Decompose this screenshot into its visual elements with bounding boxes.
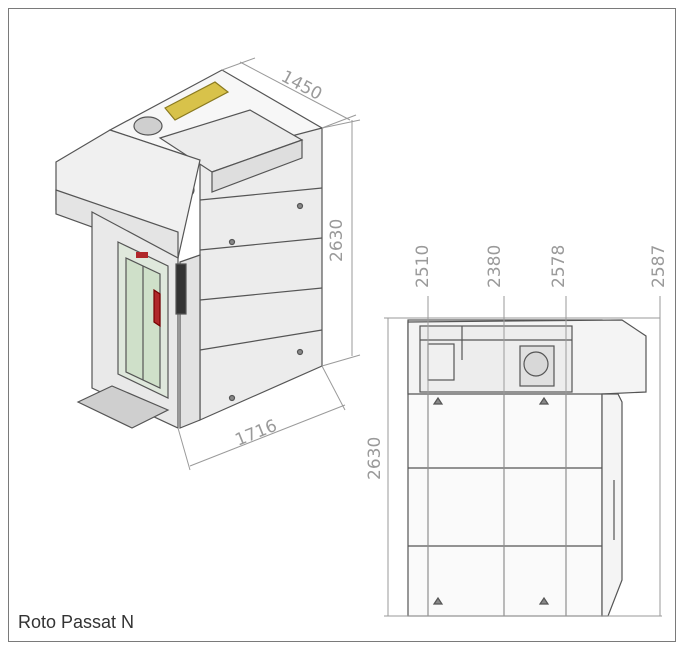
side-fan (523, 351, 549, 377)
side-elevation-view (407, 319, 647, 617)
side-dimensions (384, 296, 662, 617)
side-back-panel (601, 393, 623, 617)
dim-iso-width: 1450 (278, 67, 326, 105)
dim-side-2380: 2380 (485, 245, 505, 288)
dim-side-2510: 2510 (413, 245, 433, 288)
dim-side-2578: 2578 (549, 245, 569, 288)
door-handle (153, 288, 161, 328)
dim-iso-height: 2630 (327, 219, 347, 262)
vent-cylinder-1 (133, 116, 163, 136)
iso-dimensions (177, 57, 361, 471)
control-panel (175, 263, 187, 315)
top-mechanism (164, 81, 230, 121)
drawing-caption: Roto Passat N (18, 612, 135, 632)
dim-side-2587: 2587 (649, 245, 669, 288)
dim-iso-depth: 1716 (232, 416, 280, 451)
loading-ramp (76, 385, 170, 429)
isometric-oven-view (55, 69, 324, 429)
dim-side-height: 2630 (365, 437, 385, 480)
